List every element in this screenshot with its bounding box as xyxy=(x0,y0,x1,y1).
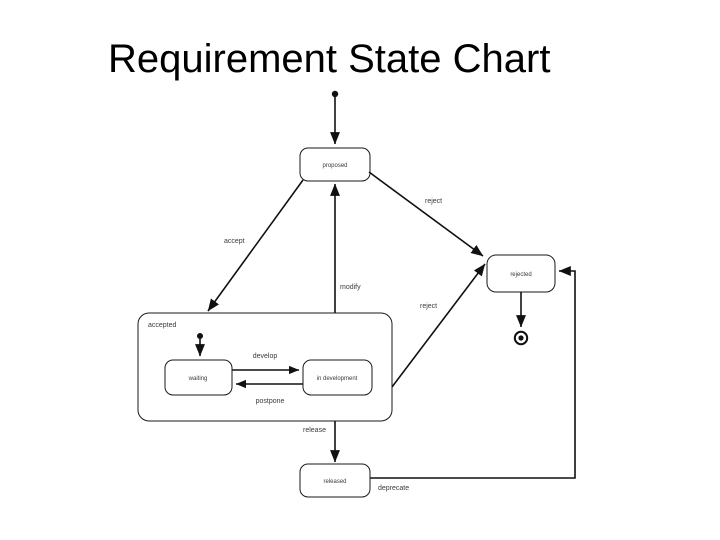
edge-label-modify: modify xyxy=(340,284,361,291)
edge-label-accept: accept xyxy=(224,238,245,245)
state-in-development-label: in development xyxy=(317,376,358,382)
edge-label-reject-proposed: reject xyxy=(425,198,442,205)
page-title: Requirement State Chart xyxy=(108,37,551,81)
edge-label-release: release xyxy=(303,427,326,434)
state-proposed-box xyxy=(299,147,371,182)
state-released-box xyxy=(299,463,371,498)
state-released[interactable]: released xyxy=(299,463,371,498)
state-proposed-label: proposed xyxy=(322,163,347,169)
state-waiting[interactable]: waiting xyxy=(164,359,233,396)
state-waiting-label: waiting xyxy=(188,376,208,382)
transition-deprecate xyxy=(370,266,576,479)
edge-label-reject-accepted: reject xyxy=(420,303,437,310)
state-waiting-box xyxy=(164,359,233,396)
state-in-development-box xyxy=(302,359,373,396)
initial-pseudostate-top xyxy=(331,90,339,98)
state-released-label: released xyxy=(323,479,346,485)
state-rejected-label: rejected xyxy=(510,272,531,278)
transition-reject-from-accepted xyxy=(391,263,486,388)
state-accepted-label: accepted xyxy=(148,322,177,329)
state-in-development[interactable]: in development xyxy=(302,359,373,396)
final-state-rejected xyxy=(513,330,529,346)
state-rejected[interactable]: rejected xyxy=(486,254,556,293)
edge-label-deprecate: deprecate xyxy=(378,485,409,492)
transition-reject-from-proposed xyxy=(368,171,484,257)
edge-label-develop: develop xyxy=(253,353,278,360)
initial-pseudostate-accepted xyxy=(197,333,203,339)
edge-label-postpone: postpone xyxy=(256,398,285,405)
transition-accept xyxy=(207,179,304,312)
state-proposed[interactable]: proposed xyxy=(299,147,371,182)
final-state-inner-dot xyxy=(518,335,524,341)
